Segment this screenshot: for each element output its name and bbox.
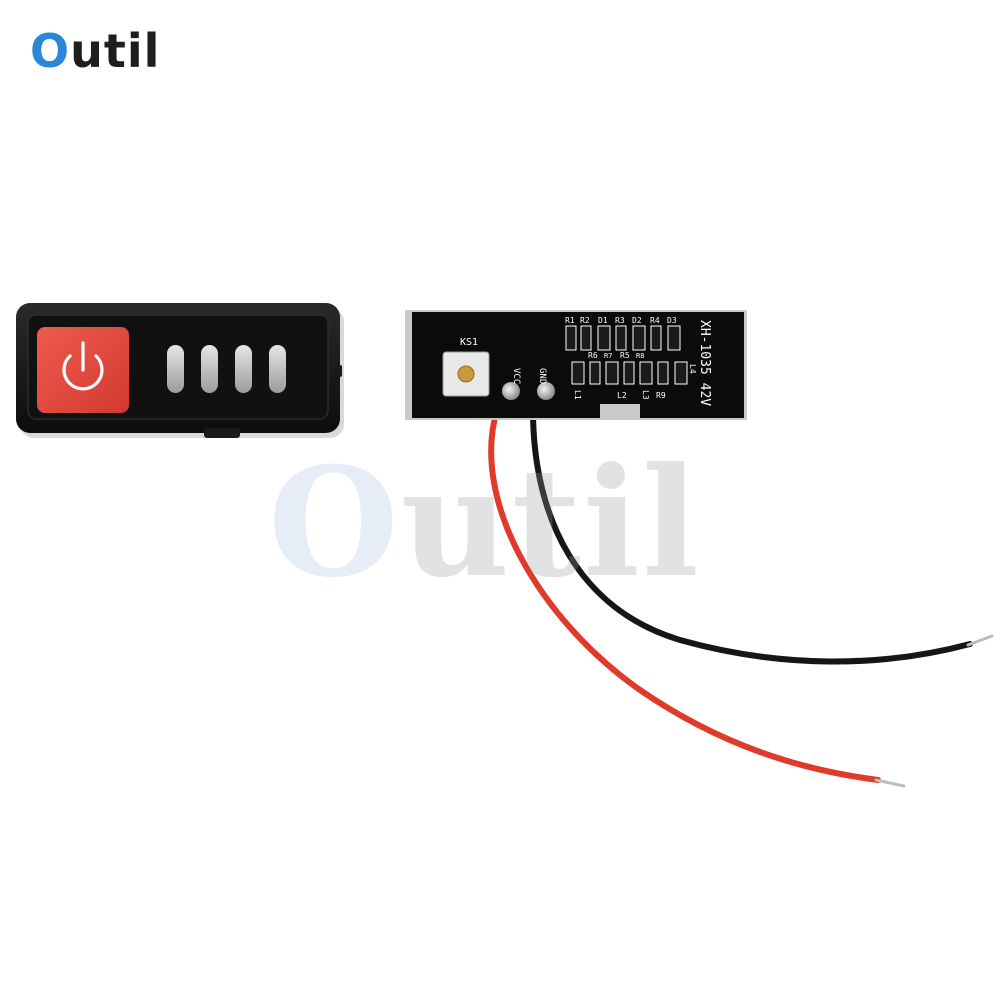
battery-indicators: [167, 345, 286, 393]
component-l4: [674, 361, 688, 385]
smd-row-bottom: [571, 361, 688, 385]
vcc-pad: [502, 382, 520, 400]
label-r4: R4: [650, 316, 660, 325]
label-d2: D2: [632, 316, 642, 325]
component-d3: [667, 325, 681, 351]
component-d1: [597, 325, 611, 351]
label-r6: R6: [588, 351, 598, 360]
gnd-wire-tip: [966, 634, 994, 647]
ks1-button-cap[interactable]: [457, 365, 475, 383]
component-r2: [580, 325, 592, 351]
label-r5: R5: [620, 351, 630, 360]
watermark-letter-o: O: [268, 435, 401, 611]
power-button[interactable]: [37, 327, 129, 413]
pcb-board: KS1 VCC GND R1 R2 D1 R3 D2 R4 D3: [405, 310, 747, 420]
brand-logo-rest: util: [70, 24, 161, 78]
wires: [488, 407, 994, 788]
ks1-button[interactable]: [442, 351, 490, 397]
switch-panel: [16, 303, 344, 438]
gnd-wire: [530, 407, 973, 665]
label-l2: L2: [617, 391, 627, 400]
model-label: XH-1035 42V: [697, 320, 712, 406]
indicator-led-3: [235, 345, 252, 393]
label-r8: R8: [636, 352, 644, 360]
component-r5: [623, 361, 635, 385]
label-r9: R9: [656, 391, 666, 400]
vcc-wire-tip: [874, 778, 906, 788]
component-l2: [605, 361, 619, 385]
panel-tab: [204, 428, 240, 438]
component-labels-top: R1 R2 D1 R3 D2 R4 D3: [565, 316, 677, 325]
component-l1: [571, 361, 585, 385]
label-l3: L3: [641, 390, 650, 400]
component-r6: [589, 361, 601, 385]
brand-watermark: Outil: [268, 448, 701, 598]
gnd-label: GND: [537, 368, 547, 384]
indicator-led-1: [167, 345, 184, 393]
vcc-wire: [488, 407, 881, 783]
brand-logo-o: O: [30, 24, 71, 78]
component-r9: [657, 361, 669, 385]
ks1-label: KS1: [460, 337, 478, 348]
vcc-label: VCC: [511, 368, 521, 384]
smd-row-top: [565, 325, 681, 351]
indicator-led-4: [269, 345, 286, 393]
component-r1: [565, 325, 577, 351]
label-r1: R1: [565, 316, 575, 325]
label-l1: L1: [573, 390, 582, 400]
power-icon: [62, 341, 104, 391]
label-r2: R2: [580, 316, 590, 325]
component-r4: [650, 325, 662, 351]
label-r7: R7: [604, 352, 612, 360]
component-l3: [639, 361, 653, 385]
component-labels-bottom: R6 R5 R7 R8 R9 L1 L2 L3 L4: [573, 351, 697, 400]
label-d1: D1: [598, 316, 608, 325]
gnd-pad: [537, 382, 555, 400]
label-r3: R3: [615, 316, 625, 325]
watermark-letters-rest: util: [400, 435, 701, 611]
label-l4: L4: [688, 364, 697, 374]
component-r3: [615, 325, 627, 351]
label-d3: D3: [667, 316, 677, 325]
indicator-led-2: [201, 345, 218, 393]
component-d2: [632, 325, 646, 351]
panel-notch: [337, 365, 342, 377]
